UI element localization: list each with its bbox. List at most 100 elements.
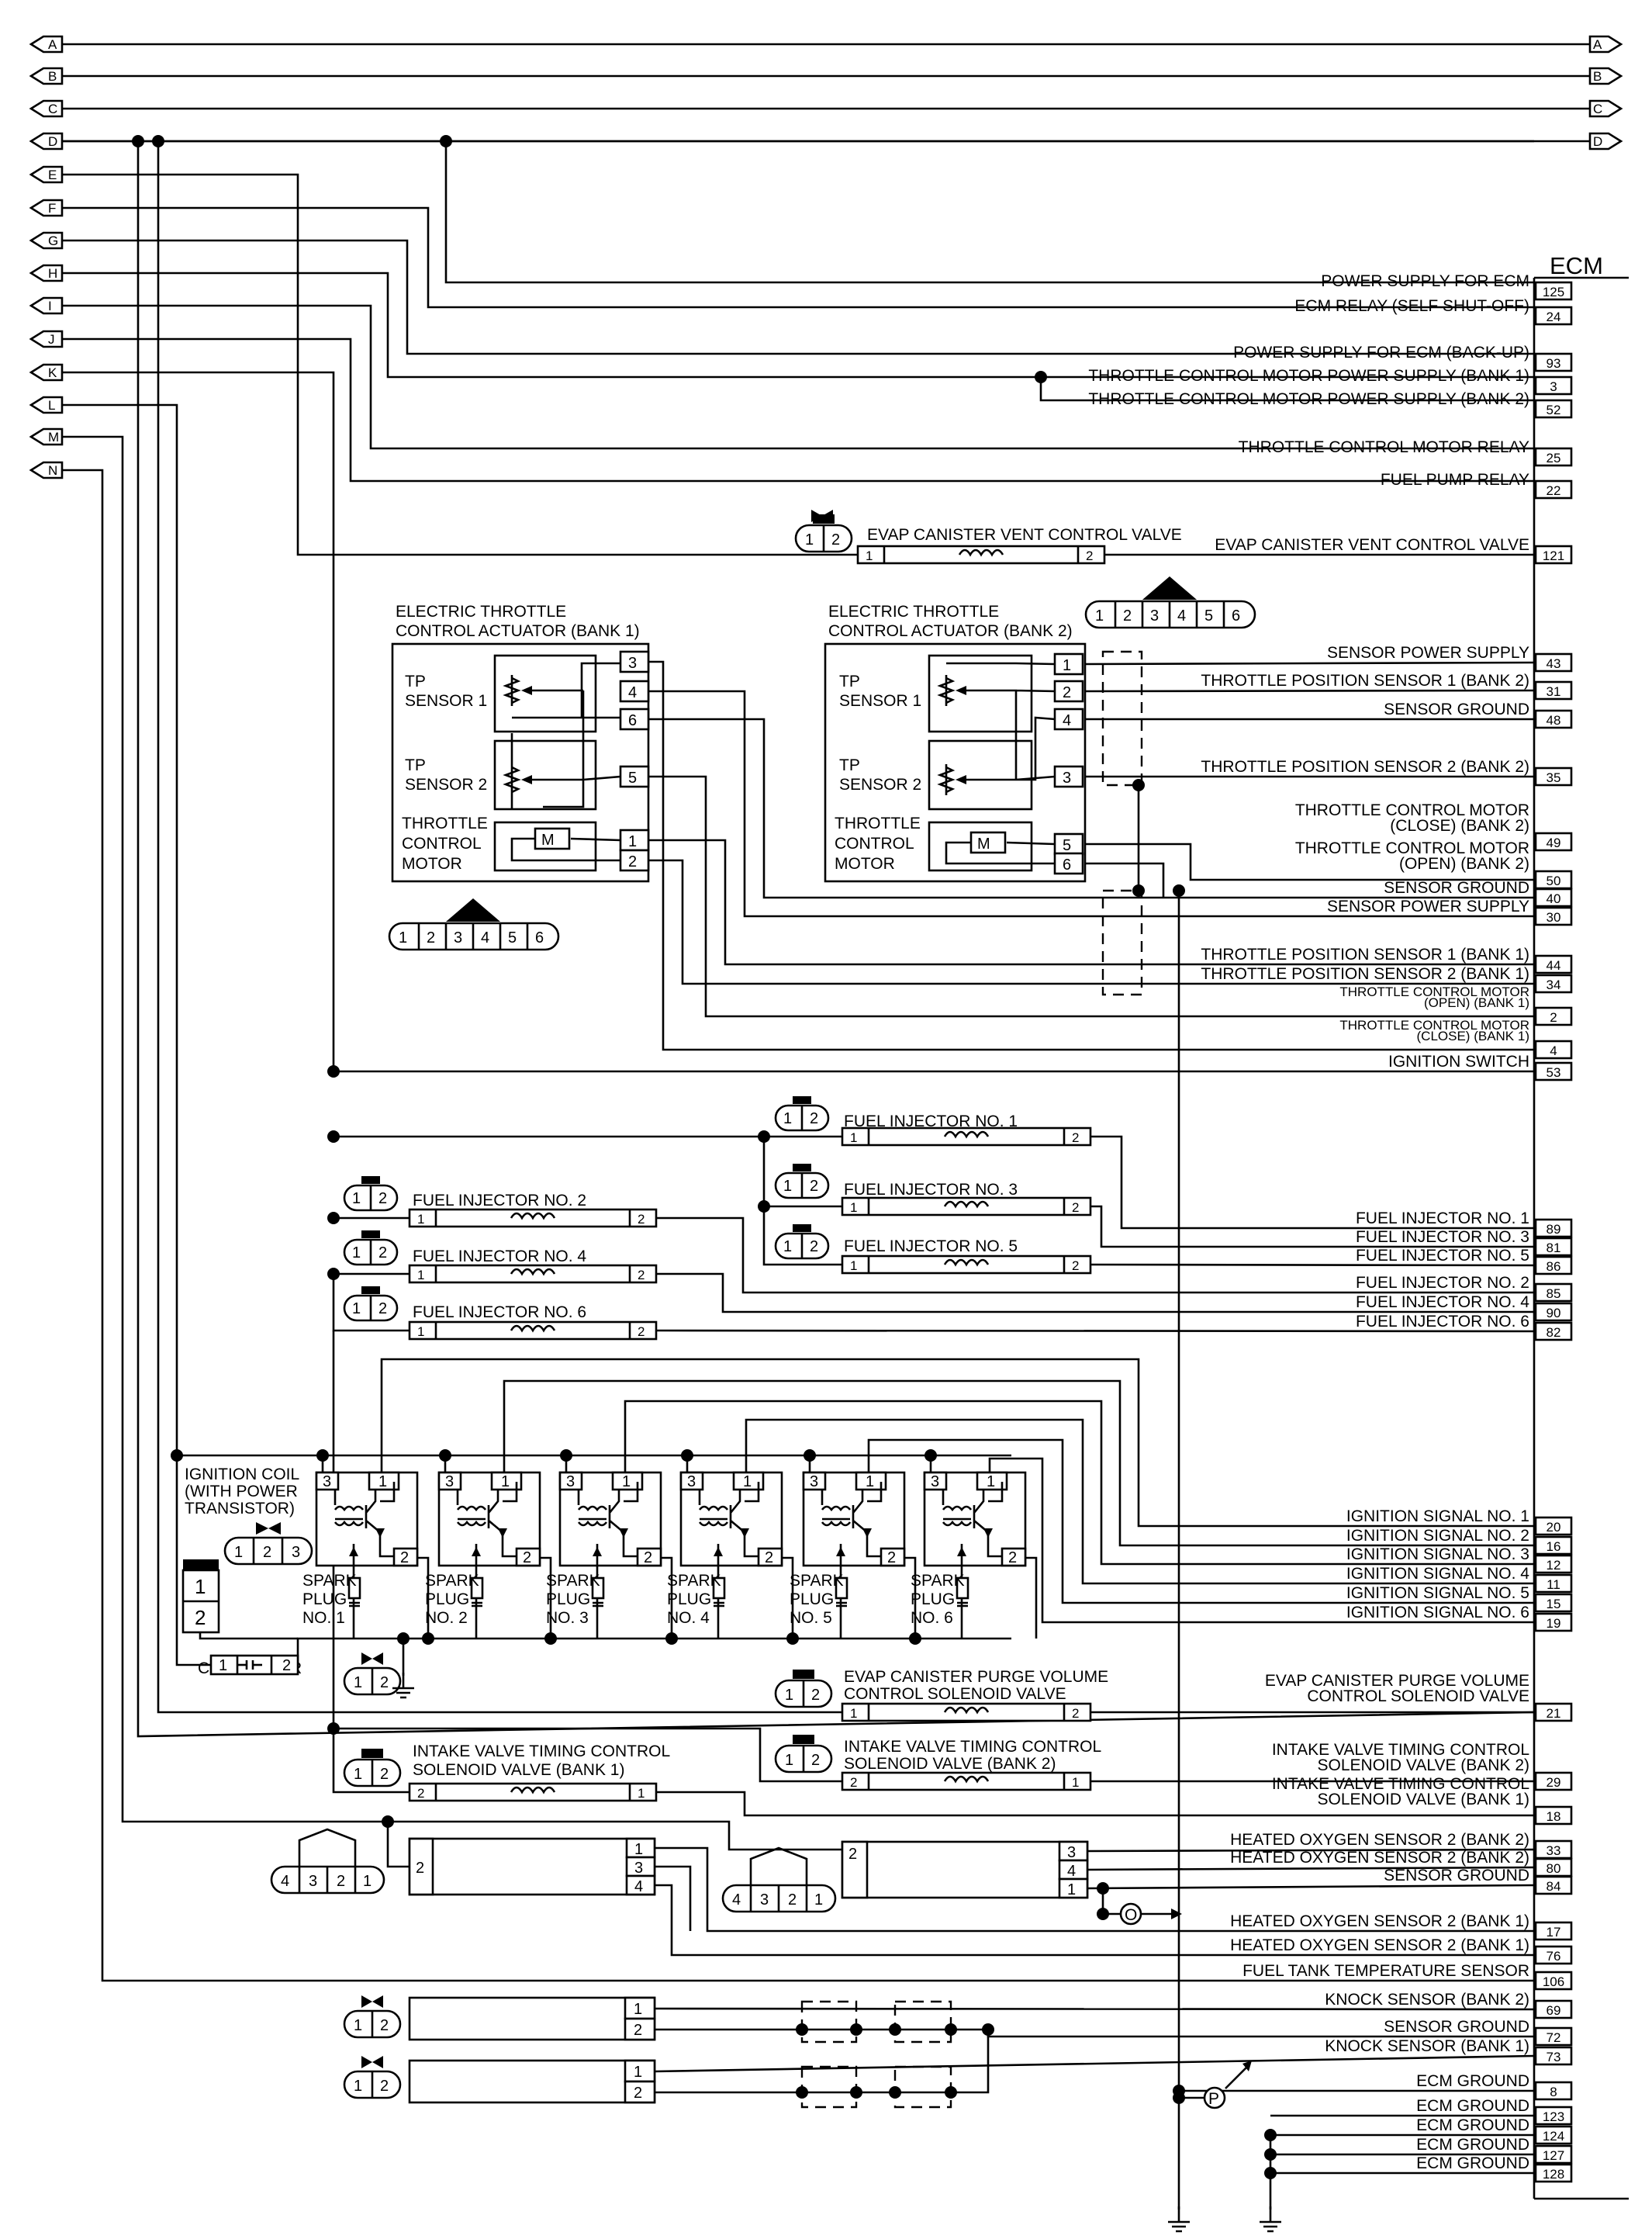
connector-a-right: A — [1588, 35, 1623, 54]
svg-text:SPARK: SPARK — [667, 1572, 721, 1590]
connector-c-right: C — [1588, 99, 1623, 118]
ecm-pin-label: THROTTLE POSITION SENSOR 2 (BANK 1) — [1201, 965, 1529, 983]
marker-o: O — [1119, 1902, 1142, 1926]
ecm-pin-number: 3 — [1550, 379, 1557, 394]
ecm-pin-label: ECM GROUND — [1416, 2097, 1529, 2115]
ecm-pin-label: FUEL INJECTOR NO. 4 — [1356, 1293, 1529, 1311]
svg-text:TP: TP — [405, 756, 426, 774]
svg-text:2: 2 — [810, 1178, 818, 1195]
svg-text:1: 1 — [850, 1130, 857, 1145]
svg-text:1: 1 — [352, 1190, 361, 1207]
ecm-pin-label: IGNITION SWITCH — [1388, 1053, 1529, 1071]
svg-text:1: 1 — [987, 1473, 995, 1490]
ecm-pin-label: SENSOR GROUND — [1384, 1867, 1529, 1884]
ecm-pin-label-cont: (OPEN) (BANK 2) — [1399, 855, 1529, 873]
svg-text:SOLENOID VALVE (BANK 1): SOLENOID VALVE (BANK 1) — [413, 1761, 624, 1779]
ecm-pin-label-cont: (CLOSE) (BANK 1) — [1417, 1029, 1529, 1043]
svg-text:NO. 3: NO. 3 — [546, 1609, 589, 1627]
svg-text:NO. 2: NO. 2 — [425, 1609, 468, 1627]
svg-text:2: 2 — [811, 1687, 820, 1704]
connector-letter: C — [48, 102, 57, 116]
ecm-pin-label: SENSOR GROUND — [1384, 879, 1529, 897]
connector-letter: L — [48, 398, 55, 413]
svg-text:3: 3 — [687, 1473, 696, 1490]
ecm-pin-number: 11 — [1547, 1577, 1560, 1592]
junction-dots — [132, 135, 1277, 2179]
ecm-pin-label: FUEL INJECTOR NO. 1 — [1356, 1209, 1529, 1227]
svg-text:1: 1 — [634, 2064, 642, 2081]
svg-text:2: 2 — [638, 1268, 645, 1282]
svg-text:2: 2 — [1072, 1130, 1079, 1145]
svg-text:6: 6 — [1063, 856, 1071, 874]
svg-text:PLUG: PLUG — [302, 1590, 347, 1608]
svg-text:1: 1 — [785, 1752, 793, 1769]
svg-text:1: 1 — [638, 1786, 645, 1801]
svg-text:INTAKE VALVE TIMING CONTROL: INTAKE VALVE TIMING CONTROL — [844, 1738, 1101, 1756]
ecm-pin-number: 20 — [1547, 1520, 1561, 1535]
svg-text:1: 1 — [363, 1873, 372, 1890]
svg-text:FUEL INJECTOR NO. 4: FUEL INJECTOR NO. 4 — [413, 1248, 586, 1265]
svg-text:1: 1 — [354, 2017, 362, 2034]
svg-text:2: 2 — [628, 853, 637, 870]
svg-text:3: 3 — [810, 1473, 818, 1490]
svg-text:1: 1 — [352, 1244, 361, 1261]
svg-text:1: 1 — [219, 1657, 227, 1674]
svg-text:SOLENOID VALVE (BANK 2): SOLENOID VALVE (BANK 2) — [844, 1755, 1056, 1773]
svg-text:1: 1 — [622, 1473, 631, 1490]
svg-text:PLUG: PLUG — [790, 1590, 834, 1608]
svg-text:TRANSISTOR): TRANSISTOR) — [185, 1500, 295, 1517]
ecm-pin-number: 29 — [1547, 1775, 1561, 1790]
svg-text:3: 3 — [454, 929, 462, 946]
svg-text:2: 2 — [634, 2022, 642, 2039]
ecm-pin-label: IGNITION SIGNAL NO. 1 — [1346, 1507, 1529, 1525]
svg-text:3: 3 — [566, 1473, 575, 1490]
connector-letter: N — [48, 463, 57, 478]
ecm-pin-label: KNOCK SENSOR (BANK 2) — [1325, 1991, 1529, 2009]
grounds — [392, 1673, 1281, 2233]
ecm-pin-number: 19 — [1547, 1616, 1561, 1631]
svg-text:5: 5 — [1063, 837, 1071, 854]
svg-text:2: 2 — [765, 1549, 773, 1566]
svg-text:2: 2 — [1063, 684, 1071, 701]
svg-text:1: 1 — [866, 1473, 874, 1490]
ecm-pin-label: POWER SUPPLY FOR ECM (BACK-UP) — [1233, 344, 1529, 362]
ecm-pin-number: 17 — [1547, 1925, 1561, 1940]
ecm-pin-label: IGNITION SIGNAL NO. 5 — [1346, 1584, 1529, 1602]
svg-text:2: 2 — [380, 1674, 389, 1691]
svg-text:1: 1 — [866, 549, 873, 563]
ecm-pin-number: 81 — [1547, 1241, 1561, 1255]
svg-text:PLUG: PLUG — [425, 1590, 469, 1608]
ecm-pin-label: INTAKE VALVE TIMING CONTROL — [1272, 1775, 1529, 1793]
connector-letter: A — [48, 37, 57, 52]
svg-text:6: 6 — [1232, 607, 1240, 625]
svg-text:3: 3 — [634, 1860, 643, 1877]
ecm-pin-number: 49 — [1547, 836, 1561, 850]
svg-text:1: 1 — [850, 1258, 857, 1273]
svg-text:CONTROL: CONTROL — [835, 835, 914, 853]
connector-letter: B — [48, 69, 57, 84]
ecm-pin-number: 52 — [1547, 403, 1561, 417]
